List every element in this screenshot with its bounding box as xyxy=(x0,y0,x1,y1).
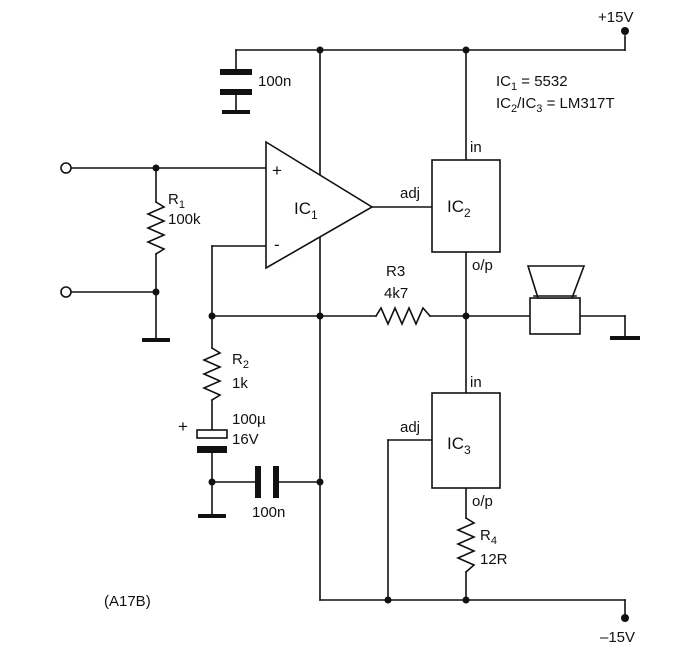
note-ic2-ic3-type: IC2/IC3 = LM317T xyxy=(496,95,615,115)
ic3-pin-out: o/p xyxy=(472,493,493,510)
capacitor-bottom xyxy=(255,466,279,498)
junction-dots xyxy=(152,27,629,622)
electrolytic-polarity: + xyxy=(178,417,188,436)
r1-value: 100k xyxy=(168,211,201,228)
ic2-label: IC2 xyxy=(447,197,471,220)
resistor-r2 xyxy=(202,346,222,402)
ic3-pin-in: in xyxy=(470,374,482,391)
electrolytic-voltage: 16V xyxy=(232,431,259,448)
resistor-r4 xyxy=(456,516,476,574)
ic2-pin-adj: adj xyxy=(400,185,420,202)
cap-bottom-value: 100n xyxy=(252,504,285,521)
resistor-r3 xyxy=(374,306,432,326)
r4-value: 12R xyxy=(480,551,508,568)
cap-top-value: 100n xyxy=(258,73,291,90)
supply-positive-label: +15V xyxy=(598,9,633,26)
input-terminal-top xyxy=(60,162,72,174)
capacitor-top xyxy=(220,69,252,114)
note-ic1-type: IC1 = 5532 xyxy=(496,73,568,93)
r3-name: R3 xyxy=(386,263,405,280)
electrolytic-value: 100µ xyxy=(232,411,266,428)
ic1-plus: + xyxy=(272,161,282,180)
speaker-icon xyxy=(526,265,586,335)
r1-name: R1 xyxy=(168,191,185,211)
ic2-pin-out: o/p xyxy=(472,257,493,274)
ic3-label: IC3 xyxy=(447,434,471,457)
ground-symbols xyxy=(142,336,640,518)
ic3-pin-adj: adj xyxy=(400,419,420,436)
ic2-pin-in: in xyxy=(470,139,482,156)
r3-value: 4k7 xyxy=(384,285,408,302)
regulator-ic3 xyxy=(431,392,501,489)
supply-negative-label: –15V xyxy=(600,629,635,646)
resistor-r1 xyxy=(146,200,166,256)
r2-name: R2 xyxy=(232,351,249,371)
figure-id: (A17B) xyxy=(104,593,151,610)
regulator-ic2 xyxy=(431,159,501,253)
electrolytic-capacitor xyxy=(196,429,228,453)
input-terminal-bottom xyxy=(60,286,72,298)
wires xyxy=(65,35,626,619)
r2-value: 1k xyxy=(232,375,248,392)
ic1-minus: - xyxy=(274,235,280,254)
r4-name: R4 xyxy=(480,527,497,547)
opamp-ic1 xyxy=(265,140,374,270)
ic1-label: IC1 xyxy=(294,199,318,222)
